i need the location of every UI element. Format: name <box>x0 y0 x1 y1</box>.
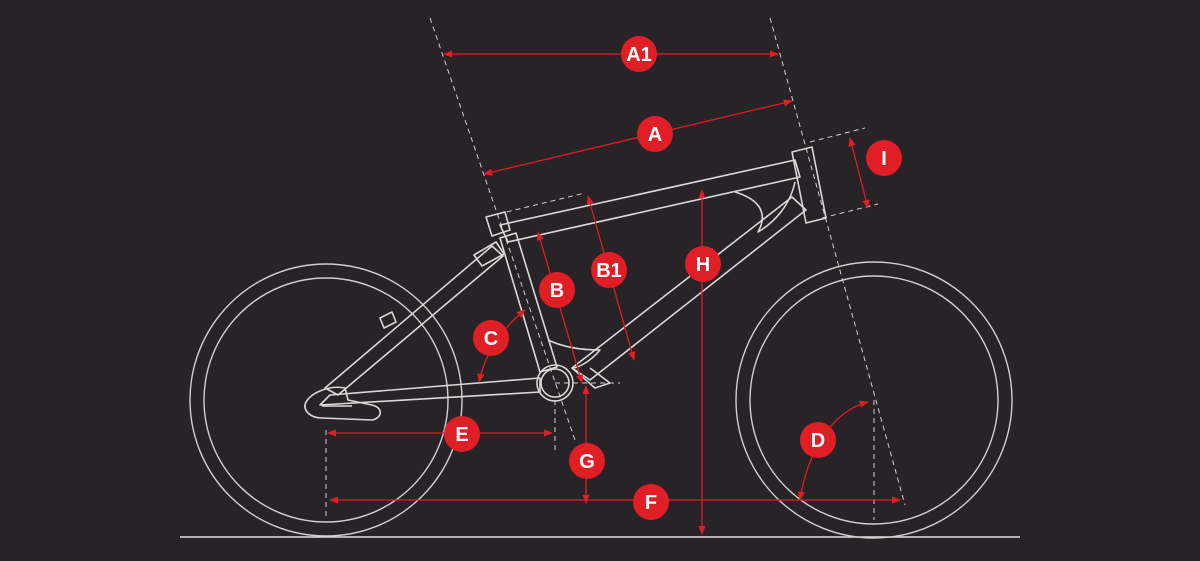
label-badge-i: I <box>866 140 902 176</box>
svg-text:A: A <box>648 124 662 146</box>
rear-wheel <box>189 263 463 537</box>
label-badge-a1: A1 <box>621 36 657 72</box>
label-badge-e: E <box>444 416 480 452</box>
label-badge-a: A <box>637 116 673 152</box>
svg-text:E: E <box>455 424 468 446</box>
dimension-lines <box>327 50 901 535</box>
label-badge-b: B <box>539 272 575 308</box>
label-badge-g: G <box>569 443 605 479</box>
svg-text:A1: A1 <box>626 44 652 66</box>
label-badge-h: H <box>685 246 721 282</box>
svg-text:D: D <box>811 430 825 452</box>
svg-text:F: F <box>645 492 657 514</box>
front-wheel <box>735 261 1013 539</box>
label-badge-b1: B1 <box>591 252 627 288</box>
svg-text:H: H <box>696 254 710 276</box>
label-badge-d: D <box>800 422 836 458</box>
svg-text:G: G <box>579 451 595 473</box>
svg-text:B1: B1 <box>596 260 622 282</box>
label-badge-c: C <box>473 320 509 356</box>
svg-text:C: C <box>484 328 498 350</box>
svg-text:I: I <box>881 148 887 170</box>
label-badge-f: F <box>633 484 669 520</box>
svg-text:B: B <box>550 280 564 302</box>
